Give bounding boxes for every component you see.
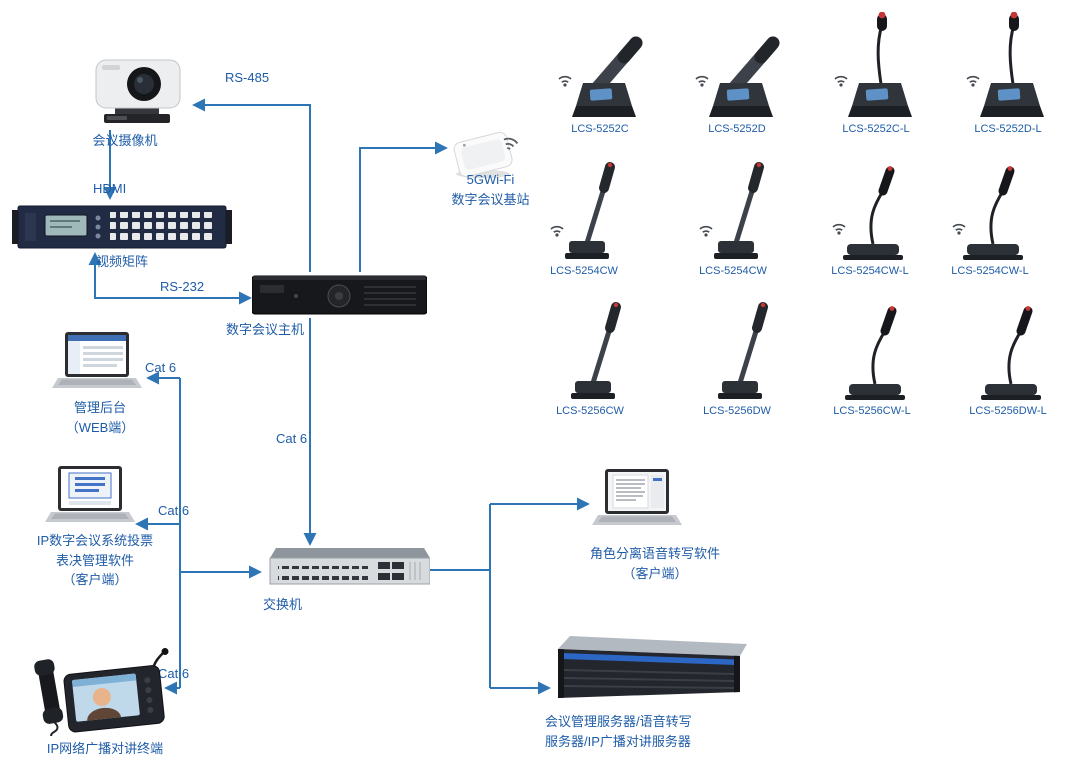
video-matrix-icon <box>12 205 232 249</box>
intercom-terminal <box>32 648 172 736</box>
rs232-label: RS-232 <box>160 279 205 294</box>
network-switch <box>262 546 430 590</box>
video-matrix-label: 视频矩阵 <box>95 254 148 269</box>
conference-host-label: 数字会议主机 <box>225 322 304 337</box>
switch-label: 交换机 <box>263 597 303 612</box>
rs485-label: RS-485 <box>225 70 270 85</box>
ptz-camera-icon <box>95 59 181 123</box>
server-label: 会议管理服务器/语音转写 服务器/IP广播对讲服务器 <box>545 714 692 749</box>
connection-line <box>359 141 448 272</box>
intercom-terminal-label: IP网络广播对讲终端 <box>46 741 164 756</box>
network-switch-icon <box>269 548 430 585</box>
connection-line <box>192 98 311 272</box>
cat6-admin-label: Cat 6 <box>145 360 177 375</box>
admin-laptop-label: 管理后台 （WEB端） <box>65 400 135 435</box>
admin-laptop <box>52 332 142 394</box>
voting-laptop-label: IP数字会议系统投票 表决管理软件 （客户端） <box>36 533 154 587</box>
wifi-base-label: 5GWi-Fi 数字会议基站 <box>451 172 530 207</box>
intercom-terminal-icon <box>34 648 169 736</box>
connection-line <box>88 252 252 305</box>
wifi-base-station <box>445 125 530 180</box>
cat6-intercom-label: Cat 6 <box>158 666 190 681</box>
voting-laptop <box>45 466 135 528</box>
laptop-icon <box>52 332 142 388</box>
transcription-laptop <box>592 468 682 532</box>
conference-camera <box>82 40 192 128</box>
hdmi-label: HDMI <box>93 181 127 196</box>
rack-host-icon <box>252 275 427 315</box>
wifi-access-point-icon <box>453 131 519 178</box>
laptop-icon <box>592 469 682 525</box>
cat6-voting-label: Cat 6 <box>158 503 190 518</box>
server <box>552 636 747 710</box>
conference-host <box>252 272 427 318</box>
video-matrix <box>12 200 232 252</box>
transcription-laptop-label: 角色分离语音转写软件 （客户端） <box>589 546 720 581</box>
camera-label: 会议摄像机 <box>92 133 158 148</box>
rack-server-icon <box>558 636 747 698</box>
cat6-host-label: Cat 6 <box>276 431 308 446</box>
laptop-icon <box>45 466 135 522</box>
